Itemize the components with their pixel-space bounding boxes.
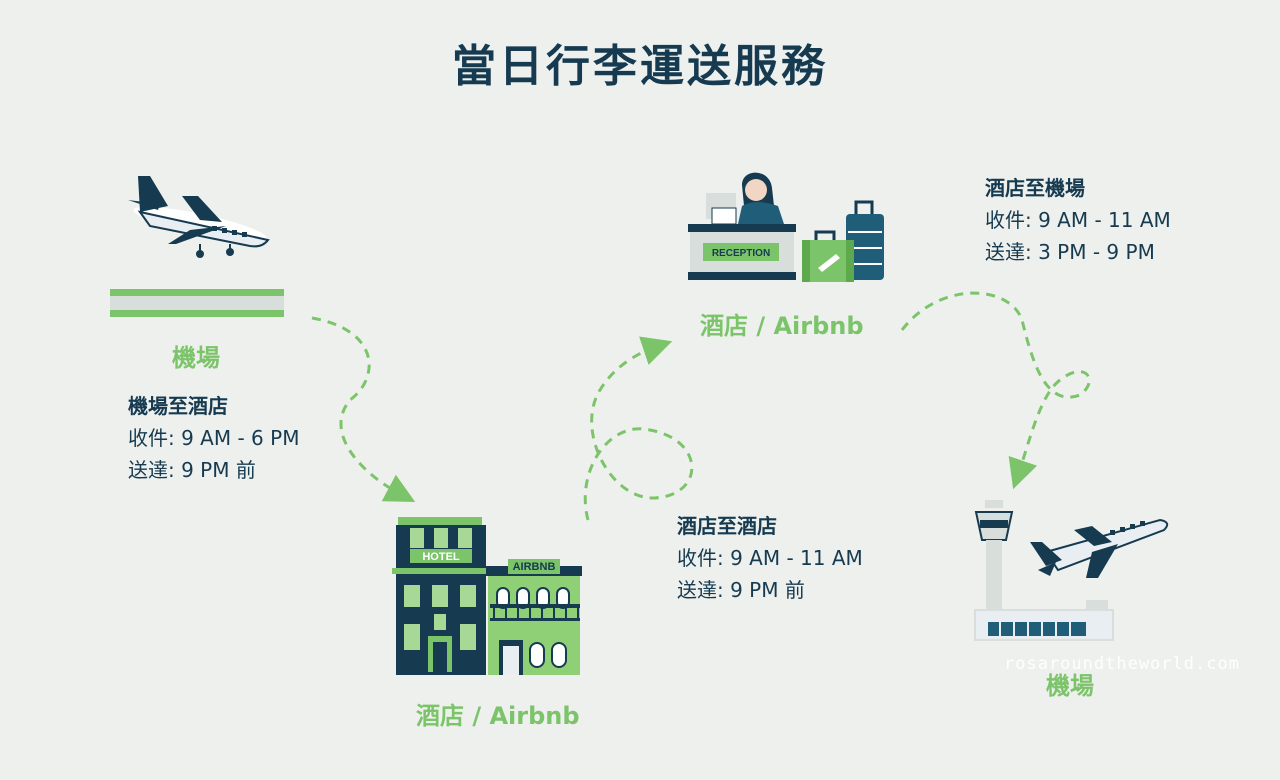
route-path-hotel-to-airport: [900, 291, 1091, 490]
control-tower-icon: [974, 500, 1014, 622]
route-info-airport-to-hotel: 機場至酒店 收件: 9 AM - 6 PM 送達: 9 PM 前: [128, 390, 299, 486]
location-label-hotel-top: 酒店 / Airbnb: [700, 312, 864, 340]
airplane-landing-icon: [128, 176, 270, 258]
airbnb-building-icon: AIRBNB: [486, 559, 582, 675]
airport-terminal-icon: [974, 600, 1114, 641]
location-label-airport-start: 機場: [172, 344, 220, 372]
reception-desk-icon: RECEPTION: [688, 172, 796, 280]
location-label-airport-end: 機場: [1046, 672, 1094, 700]
hotel-building-icon: HOTEL: [392, 517, 490, 675]
page-title: 當日行李運送服務: [452, 41, 828, 92]
delivery-time: 送達: 9 PM 前: [677, 578, 805, 602]
route-path-hotel-to-hotel: [583, 336, 694, 521]
luggage-icon: [802, 200, 884, 282]
pickup-time: 收件: 9 AM - 11 AM: [677, 546, 863, 570]
airplane-takeoff-icon: [1030, 518, 1169, 578]
reception-sign: RECEPTION: [712, 248, 770, 259]
runway-icon: [110, 289, 284, 317]
watermark: rosaroundtheworld.com: [1004, 654, 1240, 674]
pickup-time: 收件: 9 AM - 11 AM: [985, 208, 1171, 232]
delivery-time: 送達: 3 PM - 9 PM: [985, 240, 1155, 264]
location-label-hotel-mid: 酒店 / Airbnb: [416, 702, 580, 730]
route-info-hotel-to-airport: 酒店至機場 收件: 9 AM - 11 AM 送達: 3 PM - 9 PM: [985, 172, 1171, 268]
route-path-airport-to-hotel: [311, 316, 416, 503]
hotel-sign: HOTEL: [422, 551, 460, 563]
airbnb-sign: AIRBNB: [513, 561, 556, 573]
route-info-hotel-to-hotel: 酒店至酒店 收件: 9 AM - 11 AM 送達: 9 PM 前: [677, 510, 863, 606]
pickup-time: 收件: 9 AM - 6 PM: [128, 426, 300, 450]
route-heading: 酒店至酒店: [677, 514, 777, 538]
route-heading: 酒店至機場: [985, 176, 1085, 200]
delivery-time: 送達: 9 PM 前: [128, 458, 256, 482]
route-heading: 機場至酒店: [128, 394, 228, 418]
